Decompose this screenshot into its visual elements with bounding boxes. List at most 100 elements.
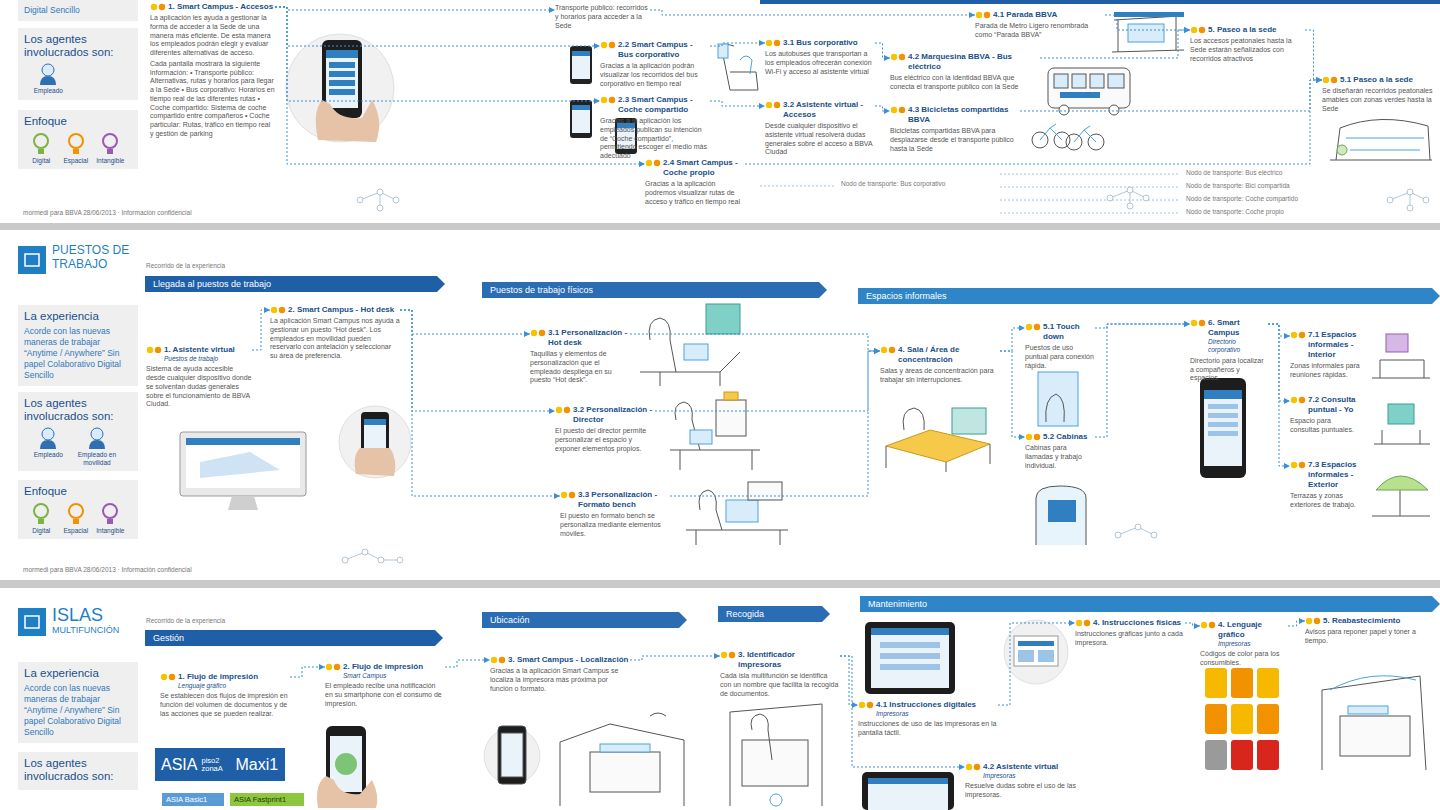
body-text: Los accesos peatonales hasta la Sede est… <box>1190 37 1305 63</box>
focus-bulbs <box>1314 618 1320 624</box>
body-text: El empleado recibe una notificación en s… <box>325 682 445 708</box>
phone-illustration <box>326 50 358 58</box>
focus-bulbs <box>1199 320 1205 326</box>
step-box: 5. ReabastecimientoAvisos para reponer p… <box>1305 616 1430 646</box>
phone-illustration <box>286 34 394 142</box>
informal-space-sketch <box>1386 334 1408 352</box>
informal-space-sketch <box>1374 430 1430 444</box>
focus-bulbs <box>146 345 162 356</box>
focus-bulbs <box>334 664 340 670</box>
flow-thumbnail <box>1135 524 1141 530</box>
focus-bulbs <box>974 764 980 770</box>
person-icon <box>42 64 54 76</box>
flow-connector <box>400 310 530 334</box>
step-box: 2.3 Smart Campus - Coche compartidoGraci… <box>600 95 710 161</box>
focus-bulbs <box>601 97 607 103</box>
tablet-illustration <box>868 778 948 810</box>
flow-connector <box>1288 621 1305 626</box>
printer-cabinet-sketch <box>730 704 822 806</box>
phone-thumbnail <box>572 51 590 79</box>
flow-connector <box>445 660 490 667</box>
physical-instructions-sketch <box>1004 620 1068 684</box>
focus-bulbs <box>867 702 873 708</box>
step-box: 1. Asistente virtualPuestos de trabajoSi… <box>146 345 252 409</box>
focus-bulbs <box>966 764 972 770</box>
focus-bulbs <box>326 664 332 670</box>
step-subtitle: Smart Campus <box>325 672 445 680</box>
step-box: 4. Sala / Área de concentraciónSalas y á… <box>880 345 1000 385</box>
flow-connector <box>1095 324 1190 437</box>
focus-bulbs <box>1291 462 1297 468</box>
touchdown-sketch <box>1038 372 1078 426</box>
bulb-icon <box>69 504 83 518</box>
route-line <box>1000 213 1180 214</box>
focus-bulbs <box>889 347 895 353</box>
band-label: Puestos de trabajo físicos <box>482 282 827 298</box>
flow-connector <box>400 310 560 496</box>
body-text: Bus eléctrico con la identidad BBVA que … <box>890 74 1040 92</box>
focus-bulbs <box>720 650 736 661</box>
phone-illustration <box>1208 404 1238 409</box>
note-label: Nodo de transporte: Coche compartido <box>1185 195 1299 202</box>
step-box: 6. Smart CampusDirectorio corporativoDir… <box>1190 318 1268 383</box>
phone-illustration <box>339 406 411 478</box>
note-label: Nodo de transporte: Bus corporativo <box>840 180 946 187</box>
sidebar-box: La experienciaAcorde con las nuevas mane… <box>18 305 138 386</box>
flow-connector <box>252 310 270 350</box>
phone-illustration <box>1204 390 1242 466</box>
focus-bulbs <box>279 307 285 313</box>
electric-bus-sketch <box>1048 68 1130 108</box>
step-box: 5. Paseo a la sedeLos accesos peatonales… <box>1190 25 1305 63</box>
step-subtitle: Impresoras <box>965 772 1095 780</box>
body-text: Los autobuses que transportan a los empl… <box>765 50 875 76</box>
physical-instructions-sketch <box>1014 636 1058 666</box>
focus-bulbs <box>859 702 865 708</box>
focus-bulbs <box>1025 432 1041 443</box>
graphic-language-tabs <box>1205 668 1227 698</box>
focus-bulbs <box>1201 622 1207 628</box>
focus-bulbs <box>1026 434 1032 440</box>
focus-bulbs <box>1025 322 1041 333</box>
workspace-sketch <box>748 482 782 500</box>
icon-caption: Espacial <box>59 131 94 164</box>
body-text: Gracias a la aplicación podremos visuali… <box>645 180 745 206</box>
flow-connector <box>875 43 890 58</box>
focus-bulbs <box>1291 332 1297 338</box>
focus-bulbs <box>984 12 990 18</box>
body-text: Directorio para localizar a compañeros y… <box>1190 357 1268 383</box>
band-label: Gestión <box>145 630 443 646</box>
physical-instructions-sketch <box>1038 650 1054 662</box>
band-chevron <box>482 282 827 298</box>
step-heading: 4. Lenguaje gráfico <box>1200 620 1288 640</box>
focus-bulbs <box>609 42 615 48</box>
panel <box>0 230 1440 580</box>
body-text: Salas y áreas de concentración para trab… <box>880 367 1000 385</box>
bus-seat-sketch <box>740 56 752 74</box>
note-label: Nodo de transporte: Bici compartida <box>1185 182 1291 189</box>
tablet-illustration <box>868 778 948 784</box>
informal-space-sketch <box>1372 490 1430 516</box>
restock-printer-sketch <box>1330 676 1416 690</box>
body-text: Parada de Metro Ligero renombrada como “… <box>975 22 1105 40</box>
icon-caption: Intangible <box>93 131 128 164</box>
flow-connector <box>1095 324 1190 328</box>
icon-caption: Digital <box>24 501 59 534</box>
graphic-language-tabs <box>1231 704 1253 734</box>
building-sketch <box>1337 145 1347 155</box>
phone-illustration <box>286 34 394 142</box>
band-label: Recogida <box>718 606 830 622</box>
tablet-illustration <box>871 628 949 688</box>
printer-location-sketch <box>650 713 666 716</box>
body-text: Transporte público: recorridos y horario… <box>555 4 650 30</box>
person-icon <box>37 426 59 450</box>
flow-thumbnail <box>1407 189 1413 195</box>
printer-location-sketch <box>484 728 540 784</box>
workspace-sketch <box>670 450 760 470</box>
route-line <box>1000 200 1180 201</box>
body-text: Puestos de uso puntual para conexión ráp… <box>1025 344 1095 370</box>
stage-band: Recogida <box>718 606 830 622</box>
flow-connector <box>1268 324 1290 466</box>
flow-connector <box>630 334 880 351</box>
bus-stop-sketch <box>1128 24 1164 42</box>
